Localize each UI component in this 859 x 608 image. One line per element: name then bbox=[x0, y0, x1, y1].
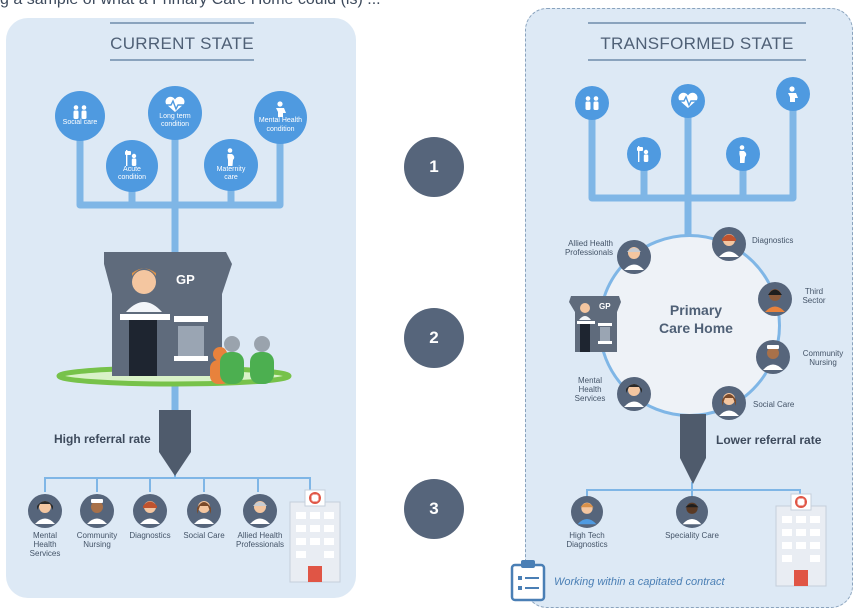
mental-health-icon bbox=[788, 86, 798, 102]
service-high-tech-diagnostics: High Tech Diagnostics bbox=[560, 496, 614, 549]
gp-label: GP bbox=[176, 272, 195, 287]
doctor-icon bbox=[571, 496, 603, 528]
pregnant-woman-icon bbox=[739, 145, 747, 163]
gp-label-small: GP bbox=[599, 302, 611, 311]
gp-building-small bbox=[569, 296, 621, 352]
lower-referral-funnel bbox=[680, 414, 706, 484]
allied-health-avatar bbox=[617, 240, 651, 274]
condition-social-care: Social care bbox=[55, 91, 105, 141]
condition-maternity: Maternity care bbox=[204, 139, 258, 191]
header-fragment: g a sample of what a Primary Care Home c… bbox=[0, 0, 520, 9]
hospital-icon bbox=[775, 493, 827, 587]
primary-care-home-title: Primary Care Home bbox=[659, 302, 733, 336]
service-label: Mental Health Services bbox=[29, 531, 61, 559]
contract-label: Working within a capitated contract bbox=[554, 576, 725, 588]
condition-long-term: Long term condition bbox=[148, 86, 202, 140]
high-referral-funnel bbox=[159, 410, 191, 476]
diagnostics-avatar bbox=[712, 227, 746, 261]
service-diagnostics: Diagnostics bbox=[125, 494, 175, 540]
tf-condition-maternity bbox=[726, 137, 760, 171]
service-label: Diagnostics bbox=[129, 531, 171, 540]
transformed-title-line-top bbox=[588, 22, 806, 24]
hospital-icon bbox=[289, 489, 341, 583]
service-community-nursing: Community Nursing bbox=[72, 494, 122, 549]
person-pair-icon bbox=[73, 105, 87, 119]
service-label: Community Nursing bbox=[76, 531, 118, 550]
current-title-line-bottom bbox=[110, 59, 254, 61]
current-state-title: CURRENT STATE bbox=[110, 34, 254, 53]
tf-condition-acute bbox=[627, 137, 661, 171]
heartbeat-icon bbox=[678, 92, 698, 108]
condition-mental-health: Mental Health condition bbox=[254, 91, 307, 144]
tf-condition-mental-health bbox=[776, 77, 810, 111]
gp-building bbox=[56, 252, 292, 387]
service-mental-health: Mental Health Services bbox=[20, 494, 70, 559]
lower-referral-label: Lower referral rate bbox=[716, 433, 822, 447]
transformed-state-title: TRANSFORMED STATE bbox=[600, 34, 794, 53]
iv-drip-icon bbox=[637, 146, 649, 162]
third-sector-avatar bbox=[758, 282, 792, 316]
service-label: Speciality Care bbox=[665, 531, 719, 540]
doctor-icon bbox=[28, 494, 62, 528]
community-nursing-avatar bbox=[756, 340, 790, 374]
hub-label-allied-health: Allied Health Professionals bbox=[564, 239, 613, 258]
condition-label: Mental Health condition bbox=[258, 117, 303, 133]
tf-condition-social-care bbox=[575, 86, 609, 120]
condition-acute: Acute condition bbox=[106, 140, 158, 192]
hub-label-third-sector: Third Sector bbox=[802, 287, 826, 306]
social-care-avatar bbox=[712, 386, 746, 420]
doctor-icon bbox=[133, 494, 167, 528]
hub-label-community-nursing: Community Nursing bbox=[802, 349, 844, 368]
service-social-care: Social Care bbox=[179, 494, 229, 540]
pregnant-woman-icon bbox=[227, 148, 235, 166]
step-1: 1 bbox=[404, 137, 464, 197]
nurse-icon bbox=[80, 494, 114, 528]
step-3: 3 bbox=[404, 479, 464, 539]
hub-label-mental-health: Mental Health Services bbox=[574, 376, 606, 404]
clipboard-icon bbox=[510, 560, 546, 602]
service-label: High Tech Diagnostics bbox=[566, 531, 608, 550]
condition-label: Social care bbox=[62, 118, 98, 126]
transformed-title-line-bottom bbox=[588, 59, 806, 61]
service-label: Allied Health Professionals bbox=[235, 531, 285, 550]
condition-label: Acute condition bbox=[117, 165, 147, 181]
hub-label-diagnostics: Diagnostics bbox=[752, 236, 794, 245]
tf-condition-long-term bbox=[671, 84, 705, 118]
service-allied-health: Allied Health Professionals bbox=[231, 494, 289, 549]
hub-label-social-care: Social Care bbox=[753, 400, 795, 409]
step-2: 2 bbox=[404, 308, 464, 368]
doctor-icon bbox=[243, 494, 277, 528]
mental-health-icon bbox=[275, 101, 286, 118]
service-label: Social Care bbox=[183, 531, 225, 540]
condition-label: Maternity care bbox=[216, 165, 246, 181]
iv-drip-icon bbox=[125, 149, 137, 166]
service-speciality-care: Speciality Care bbox=[662, 496, 722, 540]
mental-health-avatar bbox=[617, 377, 651, 411]
carer-icon bbox=[187, 494, 221, 528]
high-referral-label: High referral rate bbox=[54, 432, 151, 446]
person-pair-icon bbox=[585, 96, 599, 110]
doctor-icon bbox=[676, 496, 708, 528]
current-title-line-top bbox=[110, 22, 254, 24]
heartbeat-icon bbox=[165, 96, 185, 112]
condition-label: Long term condition bbox=[159, 112, 191, 128]
